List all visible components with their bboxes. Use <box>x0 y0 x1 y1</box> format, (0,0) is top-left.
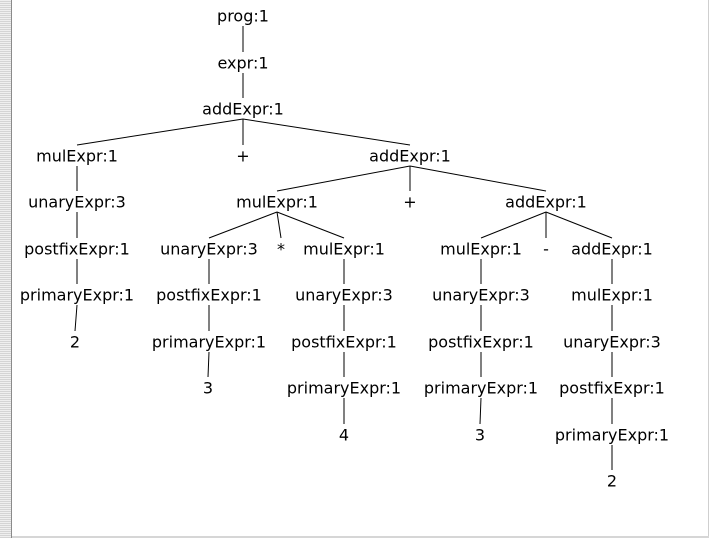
tree-edge <box>480 211 547 239</box>
tree-node: - <box>543 240 549 259</box>
tree-edge <box>208 211 278 239</box>
tree-edge <box>276 165 411 192</box>
tree-edge <box>74 304 78 332</box>
tree-node: unaryExpr:3 <box>160 240 258 259</box>
tree-edge <box>276 211 345 239</box>
tree-edge <box>242 118 411 146</box>
tree-node: addExpr:1 <box>369 147 451 166</box>
tree-node: mulExpr:1 <box>303 240 385 259</box>
tree-edge <box>207 351 210 378</box>
tree-edge <box>276 211 282 239</box>
tree-edge <box>76 118 244 146</box>
left-scroll-rail[interactable] <box>0 0 12 538</box>
tree-node: prog:1 <box>217 7 269 26</box>
tree-node: mulExpr:1 <box>571 286 653 305</box>
tree-node: primaryExpr:1 <box>287 379 401 398</box>
tree-node: mulExpr:1 <box>236 193 318 212</box>
tree-node: mulExpr:1 <box>36 147 118 166</box>
tree-node: unaryExpr:3 <box>28 193 126 212</box>
tree-node: mulExpr:1 <box>440 240 522 259</box>
tree-node: unaryExpr:3 <box>432 286 530 305</box>
tree-node: 2 <box>607 472 617 491</box>
tree-node: postfixExpr:1 <box>428 333 534 352</box>
tree-labels: prog:1 expr:1 addExpr:1 mulExpr:1 + addExpr:1… <box>20 7 669 491</box>
tree-node: 2 <box>70 333 80 352</box>
tree-node: postfixExpr:1 <box>291 333 397 352</box>
tree-node: primaryExpr:1 <box>152 333 266 352</box>
tree-node: 3 <box>475 426 485 445</box>
tree-node: primaryExpr:1 <box>555 426 669 445</box>
tree-node: * <box>277 240 285 259</box>
tree-node: unaryExpr:3 <box>295 286 393 305</box>
tree-node: primaryExpr:1 <box>20 286 134 305</box>
tree-node: + <box>236 147 249 166</box>
tree-node: addExpr:1 <box>202 100 284 119</box>
tree-node: postfixExpr:1 <box>24 240 130 259</box>
tree-node: expr:1 <box>217 54 268 73</box>
tree-node: 3 <box>203 379 213 398</box>
tree-edge <box>479 397 482 425</box>
tree-node: unaryExpr:3 <box>563 333 661 352</box>
tree-node: primaryExpr:1 <box>424 379 538 398</box>
tree-node: postfixExpr:1 <box>156 286 262 305</box>
tree-node: 4 <box>339 426 349 445</box>
bottom-border <box>12 536 709 538</box>
tree-edge <box>409 165 547 192</box>
tree-node: addExpr:1 <box>571 240 653 259</box>
tree-node: addExpr:1 <box>505 193 587 212</box>
tree-edges <box>74 26 613 470</box>
tree-edge <box>545 211 613 239</box>
tree-node: + <box>403 193 416 212</box>
tree-node: postfixExpr:1 <box>559 379 665 398</box>
